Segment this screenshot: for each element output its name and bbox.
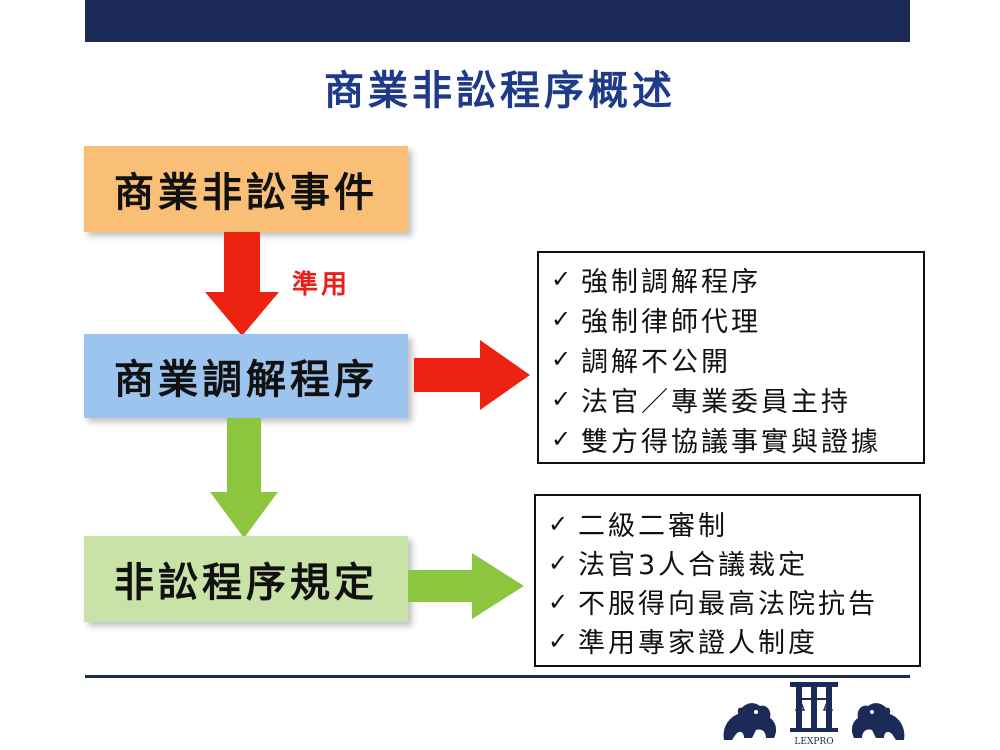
nonlitigation-event-box: 商業非訟事件	[84, 146, 408, 232]
list-item: ✓雙方得協議事實與證據	[551, 425, 881, 458]
header-bar	[85, 0, 910, 42]
list-item: ✓調解不公開	[551, 345, 731, 378]
list-item: ✓強制律師代理	[551, 305, 761, 338]
lexpro-logo-icon: LEXPRO	[723, 682, 905, 747]
check-icon: ✓	[548, 548, 572, 577]
list-item: ✓不服得向最高法院抗告	[548, 587, 878, 621]
apply-label: 準用	[292, 270, 351, 300]
list-item: ✓強制調解程序	[551, 265, 761, 298]
check-icon: ✓	[551, 425, 575, 453]
list-item: ✓二級二審制	[548, 509, 728, 543]
list-item: ✓準用專家證人制度	[548, 626, 818, 660]
mediation-procedure-box: 商業調解程序	[84, 334, 408, 418]
check-icon: ✓	[548, 509, 572, 538]
right-arrow-green-icon	[408, 553, 524, 619]
right-arrow-red-icon	[414, 340, 530, 410]
nonlitigation-features-list: ✓二級二審制 ✓法官3人合議裁定 ✓不服得向最高法院抗告 ✓準用專家證人制度	[534, 494, 921, 667]
svg-text:LEXPRO: LEXPRO	[794, 737, 833, 747]
check-icon: ✓	[551, 385, 575, 413]
check-icon: ✓	[551, 265, 575, 293]
nonlitigation-rules-box: 非訟程序規定	[84, 536, 408, 622]
footer-divider	[85, 675, 910, 678]
check-icon: ✓	[548, 587, 572, 616]
list-item: ✓法官3人合議裁定	[548, 548, 809, 582]
check-icon: ✓	[548, 626, 572, 655]
mediation-features-list: ✓強制調解程序 ✓強制律師代理 ✓調解不公開 ✓法官／專業委員主持 ✓雙方得協議…	[537, 251, 925, 464]
list-item: ✓法官／專業委員主持	[551, 385, 851, 418]
down-arrow-green-icon	[210, 418, 278, 538]
check-icon: ✓	[551, 345, 575, 373]
down-arrow-red-icon	[205, 232, 279, 336]
page-title: 商業非訟程序概述	[324, 68, 676, 114]
check-icon: ✓	[551, 305, 575, 333]
